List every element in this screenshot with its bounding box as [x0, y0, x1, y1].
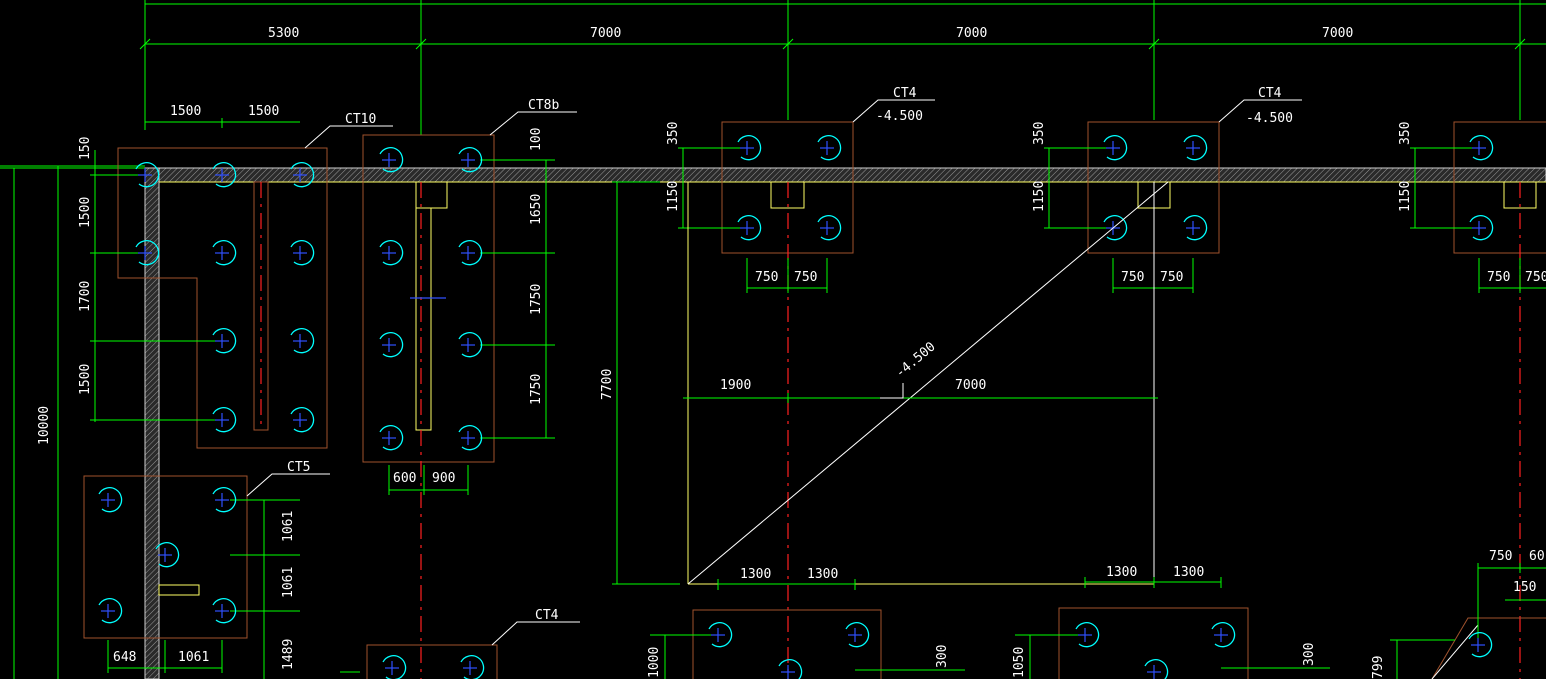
- ct8b-right-dim-c: 1750: [529, 284, 544, 315]
- cap-a-top-dim-b: 1300: [807, 567, 838, 582]
- cap-b-top-dim-a: 1300: [1106, 565, 1137, 580]
- cap-c-top-dim-b: 60: [1529, 549, 1545, 564]
- ct8b-label: CT8b: [528, 98, 559, 113]
- pit-slope-elev: -4.500: [893, 339, 939, 381]
- wall-horizontal: [144, 167, 1546, 183]
- pit-left-dim: 7700: [600, 369, 615, 400]
- ct4-b-elev: -4.500: [1246, 111, 1293, 126]
- ct4-a-left-dim-b: 1150: [666, 181, 681, 212]
- ct8b-bottom-dim-b: 900: [432, 471, 455, 486]
- ct4-a-bottom-dim-a: 750: [755, 270, 778, 285]
- pile-cap-ct8b: CT8b 100 1650 1750 1750 600 900: [362, 98, 577, 679]
- cap-c-small-dim: 150: [1513, 580, 1536, 595]
- pit-span-b: 7000: [955, 378, 986, 393]
- ct4-bottom-label: CT4: [535, 608, 559, 623]
- pile-cap-ct10: 1500 1500 150 1500 1700 1500 CT10: [78, 104, 393, 449]
- cap-c-left-dim: 799: [1371, 656, 1386, 679]
- ct10-top-dim-a: 1500: [170, 104, 201, 119]
- ct10-top-dim-b: 1500: [248, 104, 279, 119]
- ct4-a-bottom-dim-b: 750: [794, 270, 817, 285]
- cap-b-right-dim: 300: [1302, 643, 1317, 666]
- span-label-4: 7000: [1322, 26, 1353, 41]
- ct8b-bottom-dim-a: 600: [393, 471, 416, 486]
- pile-cap-ct4-bottom: CT4: [340, 608, 580, 679]
- span-label-1: 5300: [268, 26, 299, 41]
- span-label-2: 7000: [590, 26, 621, 41]
- ct4-a-elev: -4.500: [876, 109, 923, 124]
- ct4-b-left-dim-a: 350: [1032, 122, 1047, 145]
- ct10-left-dim-b: 1500: [78, 197, 93, 228]
- ct10-label: CT10: [345, 112, 376, 127]
- ct8b-right-dim-d: 1750: [529, 374, 544, 405]
- pile-cap-ct4-c: 350 1150 750 750: [1398, 121, 1546, 679]
- cap-c-top-dim-a: 750: [1489, 549, 1512, 564]
- ct10-left-dim-d: 1500: [78, 364, 93, 395]
- ct5-label: CT5: [287, 460, 310, 475]
- ct4-b-left-dim-b: 1150: [1032, 181, 1047, 212]
- ct4-c-left-dim-b: 1150: [1398, 181, 1413, 212]
- retaining-wall: [144, 167, 1546, 679]
- ct4-a-label: CT4: [893, 86, 917, 101]
- pit-span-a: 1900: [720, 378, 751, 393]
- ct10-left-dim-c: 1700: [78, 281, 93, 312]
- ct4-b-bottom-dim-a: 750: [1121, 270, 1144, 285]
- ct5-right-dim-a: 1061: [281, 511, 296, 542]
- ct5-bottom-dim-b: 1061: [178, 650, 209, 665]
- cap-a-left-dim: 1000: [647, 647, 662, 678]
- ct4-c-bottom-dim-a: 750: [1487, 270, 1510, 285]
- wall-vertical: [144, 167, 160, 679]
- ct4-b-bottom-dim-b: 750: [1160, 270, 1183, 285]
- ct10-left-dim-a: 150: [78, 137, 93, 160]
- left-overall-dimension: 10000: [37, 406, 52, 445]
- top-span-dimensions: 5300 7000 7000 7000: [139, 26, 1546, 50]
- ct8b-right-dim-b: 1650: [529, 194, 544, 225]
- cap-b-top-dim-b: 1300: [1173, 565, 1204, 580]
- pile-cap-bottom-b: 1300 1300 1050 300: [1012, 565, 1330, 679]
- ct4-c-bottom-dim-b: 750: [1525, 270, 1546, 285]
- pile-cap-bottom-a: 1300 1300 1000 300: [647, 567, 965, 679]
- elevator-pit-outline: 7700 1900 7000 -4.500: [600, 181, 1169, 585]
- ct5-right-dim-b: 1061: [281, 567, 296, 598]
- overall-height-label: 10000: [37, 406, 52, 445]
- cap-a-top-dim-a: 1300: [740, 567, 771, 582]
- pile-cap-ct4-a: CT4 -4.500 350 1150 750 750: [666, 86, 935, 679]
- span-label-3: 7000: [956, 26, 987, 41]
- ct5-bottom-dim-a: 648: [113, 650, 136, 665]
- cap-b-left-dim: 1050: [1012, 647, 1027, 678]
- pile-cap-ct5: CT5 1061 1061 1489 648 1061: [83, 460, 330, 679]
- ct4-c-left-dim-a: 350: [1398, 122, 1413, 145]
- cap-a-right-dim: 300: [935, 645, 950, 668]
- pile-cap-ct4-b: CT4 -4.500 350 1150 750 750: [1032, 86, 1302, 293]
- ct5-right-dim-c: 1489: [281, 639, 296, 670]
- ct8b-right-dim-a: 100: [529, 128, 544, 151]
- ct4-a-left-dim-a: 350: [666, 122, 681, 145]
- ct4-b-label: CT4: [1258, 86, 1282, 101]
- pile-cap-bottom-c: 750 60 150 799: [1371, 549, 1546, 679]
